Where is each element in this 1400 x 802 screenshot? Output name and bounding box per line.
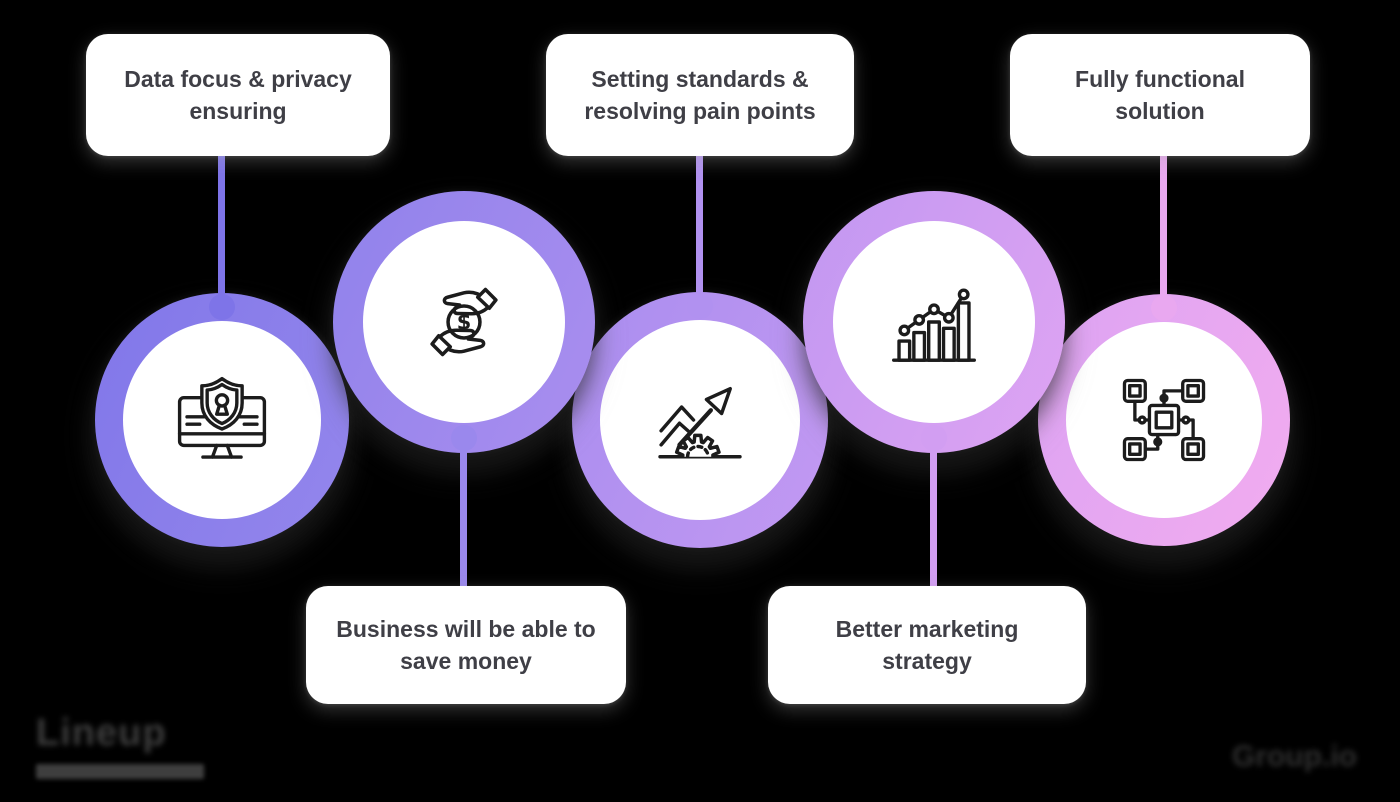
connector-dot-2	[451, 425, 477, 451]
growth-arrow-gear-icon	[658, 386, 742, 459]
circle-inner	[1066, 322, 1262, 518]
svg-text:$: $	[457, 310, 472, 334]
callout-label: Setting standards & resolving pain point…	[584, 65, 816, 124]
callout-save-money: Business will be able to save money	[306, 586, 626, 704]
chain-circle-save-money: $	[333, 191, 595, 453]
connector-line-top-3	[1160, 150, 1167, 309]
connector-dot-5	[1151, 295, 1177, 321]
callout-data-privacy: Data focus & privacy ensuring	[86, 34, 390, 156]
callout-marketing: Better marketing strategy	[768, 586, 1086, 704]
chain-circle-data-privacy	[95, 293, 349, 547]
watermark-left-logo: Lineup	[36, 712, 167, 754]
connector-dot-4	[921, 425, 947, 451]
connector-line-top-2	[696, 150, 703, 307]
circle-inner	[123, 321, 321, 519]
chain-circle-solution	[1038, 294, 1290, 546]
connector-line-top-1	[218, 150, 225, 308]
circle-inner	[600, 320, 800, 520]
callout-label: Business will be able to save money	[336, 615, 596, 674]
connector-dot-3	[687, 293, 713, 319]
bar-line-chart-icon	[892, 288, 976, 362]
circle-inner	[833, 221, 1035, 423]
watermark-right-logo: Group.io	[1232, 740, 1357, 773]
watermark-left-tagline-bar	[36, 764, 204, 779]
callout-label: Better marketing strategy	[835, 615, 1019, 674]
callout-solution: Fully functional solution	[1010, 34, 1310, 156]
connector-line-bottom-2	[930, 437, 937, 590]
hands-holding-dollar-icon: $	[430, 287, 498, 357]
chain-circle-marketing	[803, 191, 1065, 453]
connector-dot-1	[209, 294, 235, 320]
connector-line-bottom-1	[460, 437, 467, 590]
chain-circle-standards	[572, 292, 828, 548]
callout-label: Data focus & privacy ensuring	[124, 65, 352, 124]
circle-inner: $	[363, 221, 565, 423]
callout-standards: Setting standards & resolving pain point…	[546, 34, 854, 156]
callout-label: Fully functional solution	[1075, 65, 1245, 124]
monitor-shield-lock-icon	[177, 376, 267, 459]
chip-network-icon	[1122, 378, 1206, 462]
